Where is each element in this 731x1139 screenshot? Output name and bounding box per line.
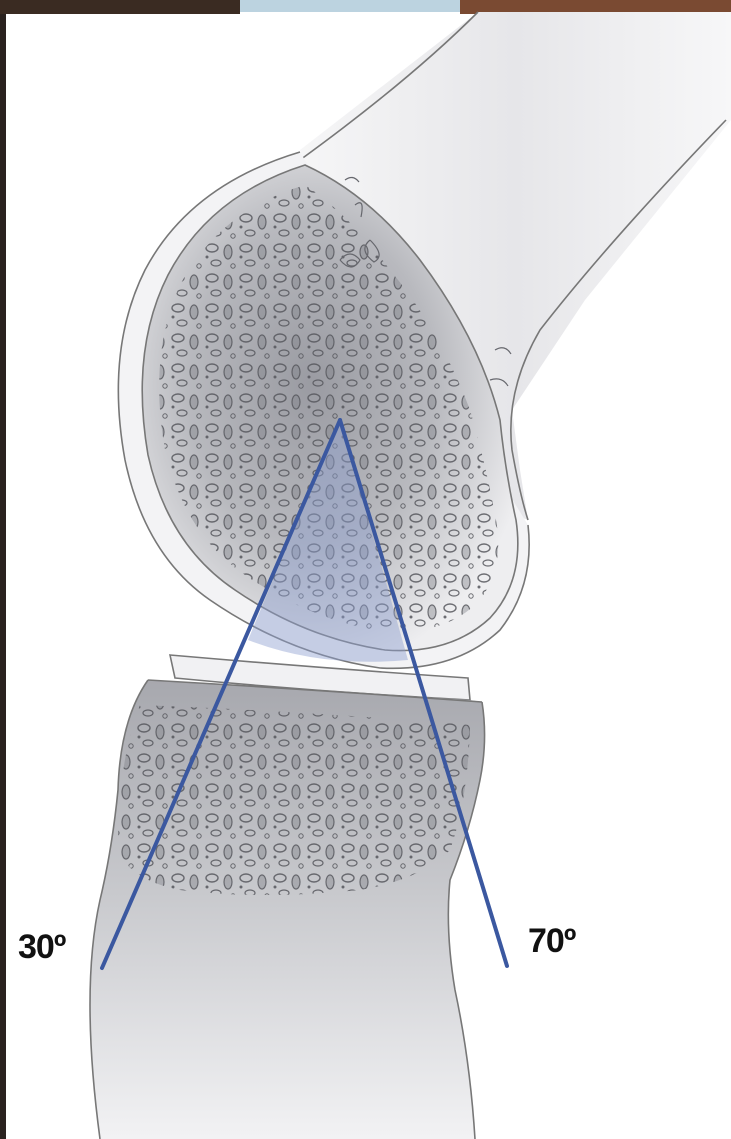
angle-label-70: 70º <box>528 922 575 961</box>
frame-top-right <box>460 0 731 14</box>
frame-left-edge <box>0 0 6 1139</box>
frame-top-left <box>0 0 240 14</box>
frame-top-mid <box>240 0 460 12</box>
angle-label-30: 30º <box>18 928 65 967</box>
tibia-trabecular-pattern <box>118 705 470 895</box>
